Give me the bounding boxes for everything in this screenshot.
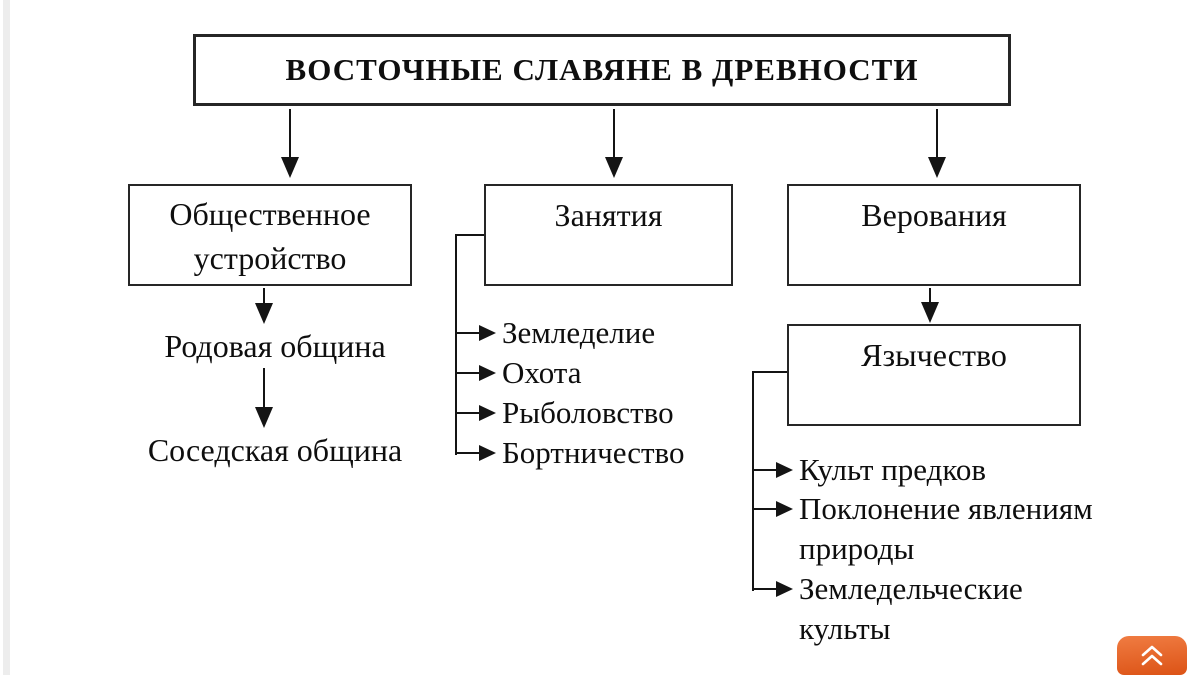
branch-title: Занятия bbox=[554, 197, 663, 233]
arrow-right-icon bbox=[479, 325, 496, 341]
double-chevron-up-icon bbox=[1134, 643, 1170, 669]
branch-box-social-structure: Общественное устройство bbox=[128, 184, 412, 286]
arrow-down-icon bbox=[255, 303, 273, 324]
list-item: Культ предков bbox=[799, 452, 987, 487]
arrow-right-icon bbox=[776, 501, 793, 517]
page-edge-strip bbox=[3, 0, 10, 675]
connector-line bbox=[455, 332, 479, 334]
arrow-right-icon bbox=[776, 462, 793, 478]
list-item: Поклонение явлениям природы bbox=[799, 491, 1093, 566]
list-item: Рыболовство bbox=[502, 395, 674, 430]
arrow-down-icon bbox=[928, 157, 946, 178]
branch-box-occupations: Занятия bbox=[484, 184, 733, 286]
arrow-right-icon bbox=[479, 365, 496, 381]
connector-line bbox=[289, 109, 291, 159]
connector-line bbox=[455, 234, 484, 236]
diagram-title: ВОСТОЧНЫЕ СЛАВЯНЕ В ДРЕВНОСТИ bbox=[285, 52, 919, 87]
branch-title: Верования bbox=[861, 197, 1007, 233]
sub-box-paganism: Язычество bbox=[787, 324, 1081, 426]
sub-box-title: Язычество bbox=[861, 337, 1007, 373]
diagram-title-box: ВОСТОЧНЫЕ СЛАВЯНЕ В ДРЕВНОСТИ bbox=[193, 34, 1011, 106]
arrow-down-icon bbox=[255, 407, 273, 428]
list-item: Земледельческие культы bbox=[799, 571, 1023, 646]
list-item: Бортничество bbox=[502, 435, 685, 470]
connector-line bbox=[752, 371, 754, 591]
connector-line bbox=[455, 412, 479, 414]
connector-line bbox=[936, 109, 938, 159]
list-item: Земледелие bbox=[502, 315, 656, 350]
connector-line bbox=[263, 288, 265, 306]
connector-line bbox=[929, 288, 931, 304]
connector-line bbox=[263, 368, 265, 410]
arrow-down-icon bbox=[281, 157, 299, 178]
chain-item: Соседская община bbox=[147, 432, 403, 468]
arrow-right-icon bbox=[776, 581, 793, 597]
connector-line bbox=[613, 109, 615, 159]
arrow-down-icon bbox=[605, 157, 623, 178]
connector-line bbox=[455, 372, 479, 374]
connector-line bbox=[752, 371, 787, 373]
connector-line bbox=[752, 469, 776, 471]
branch-title: Общественное устройство bbox=[169, 196, 371, 276]
branch-box-beliefs: Верования bbox=[787, 184, 1081, 286]
arrow-down-icon bbox=[921, 302, 939, 323]
arrow-right-icon bbox=[479, 445, 496, 461]
connector-line bbox=[752, 508, 776, 510]
connector-line bbox=[752, 588, 776, 590]
connector-line bbox=[455, 452, 479, 454]
list-item: Охота bbox=[502, 355, 582, 390]
arrow-right-icon bbox=[479, 405, 496, 421]
scroll-to-top-button[interactable] bbox=[1117, 636, 1187, 675]
connector-line bbox=[455, 234, 457, 455]
chain-item: Родовая община bbox=[164, 328, 386, 364]
